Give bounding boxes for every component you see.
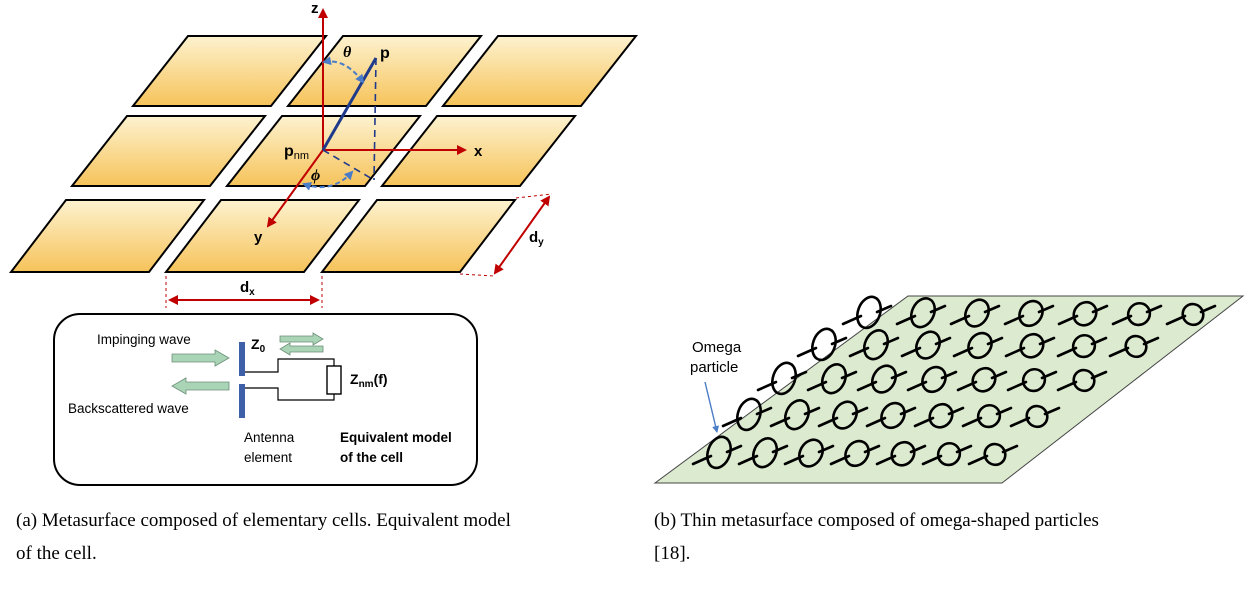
omega-sheet [653, 295, 1245, 484]
caption-a: (a) Metasurface composed of elementary c… [16, 504, 646, 570]
cell-r3c3 [319, 199, 518, 273]
dy-label: dy [529, 229, 544, 248]
theta-label: θ [343, 44, 352, 61]
caption-b: (b) Thin metasurface composed of omega-s… [654, 504, 1244, 570]
omega-particle-label-2: particle [690, 359, 738, 376]
omega-particle [961, 403, 1013, 429]
omega-particle [856, 364, 908, 394]
z0-arrow-left [279, 342, 324, 356]
dy-guide-top [515, 193, 553, 199]
omega-particle [967, 442, 1019, 467]
omega-particle [900, 330, 952, 360]
circuit-wires [245, 358, 335, 401]
omega-particle [865, 401, 917, 430]
p-vector [321, 57, 378, 151]
omega-particle [906, 365, 958, 394]
omega-particle [806, 363, 858, 395]
cell-r1c1 [130, 35, 329, 107]
x-axis-label: x [474, 143, 483, 160]
equivalent-model-label-2: of the cell [340, 450, 403, 465]
omega-particle [1003, 299, 1055, 328]
caption-b-line1: (b) Thin metasurface composed of omega-s… [654, 510, 1099, 531]
omega-particle [783, 438, 835, 468]
backscattered-wave-label: Backscattered wave [68, 401, 189, 416]
theta-arc [322, 56, 365, 84]
caption-a-line2: of the cell. [16, 543, 97, 564]
omega-particle [1056, 333, 1108, 359]
dy-dimension [493, 195, 551, 275]
cell-r3c1 [8, 199, 207, 273]
omega-particle [721, 397, 773, 432]
p-projection-ground [322, 149, 375, 181]
omega-particle [1108, 334, 1160, 359]
p-projection-vertical [373, 57, 377, 181]
omega-particle [1006, 367, 1058, 393]
omega-particle [875, 440, 927, 467]
omega-particle [1004, 332, 1056, 359]
phi-label: ϕ [311, 167, 320, 184]
omega-particle [949, 298, 1001, 328]
impinging-wave-label: Impinging wave [97, 332, 191, 347]
y-axis-label: y [254, 229, 263, 246]
phi-arc [302, 170, 354, 191]
omega-particle [1165, 302, 1217, 327]
znm-label: Znm(f) [350, 371, 388, 390]
omega-particles [691, 295, 1217, 470]
omega-particle [737, 437, 789, 469]
omega-particle [921, 441, 973, 467]
antenna-element-label-2: element [244, 450, 292, 465]
cell-r2c3 [379, 115, 578, 187]
omega-particle [769, 399, 821, 431]
omega-particle [895, 297, 947, 329]
omega-particle [848, 329, 900, 361]
omega-particle [796, 327, 848, 362]
omega-particle [1111, 301, 1163, 327]
y-axis [266, 149, 324, 228]
equivalent-model-box [53, 313, 478, 486]
dy-guide-bottom [459, 273, 495, 277]
equivalent-model-label-1: Equivalent model [340, 430, 452, 445]
pnm-label: pnm [284, 143, 309, 162]
omega-particle [956, 366, 1008, 393]
omega-particle [1009, 404, 1061, 429]
omega-particle [1057, 300, 1109, 327]
cell-r1c2 [285, 35, 484, 107]
omega-particle [817, 400, 869, 430]
z0-label: Z0 [251, 336, 266, 355]
cell-r2c1 [69, 115, 268, 187]
omega-particle-label-1: Omega [692, 339, 742, 356]
omega-particle [691, 435, 743, 470]
antenna-plate-top [239, 342, 245, 376]
omega-particle [829, 439, 881, 468]
antenna-element-label-1: Antenna [244, 430, 295, 445]
omega-particle-pointer [704, 381, 720, 433]
znm-impedance [326, 365, 342, 395]
omega-particle [913, 402, 965, 429]
impinging-arrow [171, 349, 230, 367]
omega-particle [1056, 368, 1108, 393]
backscattered-arrow [171, 377, 230, 395]
omega-particle [952, 331, 1004, 360]
z0-arrow-right [279, 332, 324, 346]
antenna-plate-bottom [239, 384, 245, 418]
cell-grid [8, 35, 639, 273]
caption-a-line1: (a) Metasurface composed of elementary c… [16, 510, 511, 531]
caption-b-line2: [18]. [654, 543, 691, 564]
cell-r3c2 [163, 199, 362, 273]
omega-particle [756, 361, 808, 396]
cell-r1c3 [440, 35, 639, 107]
dx-label: dx [240, 279, 255, 298]
omega-particle [841, 295, 893, 330]
z-axis-label: z [311, 0, 319, 17]
p-label: p [380, 45, 390, 62]
